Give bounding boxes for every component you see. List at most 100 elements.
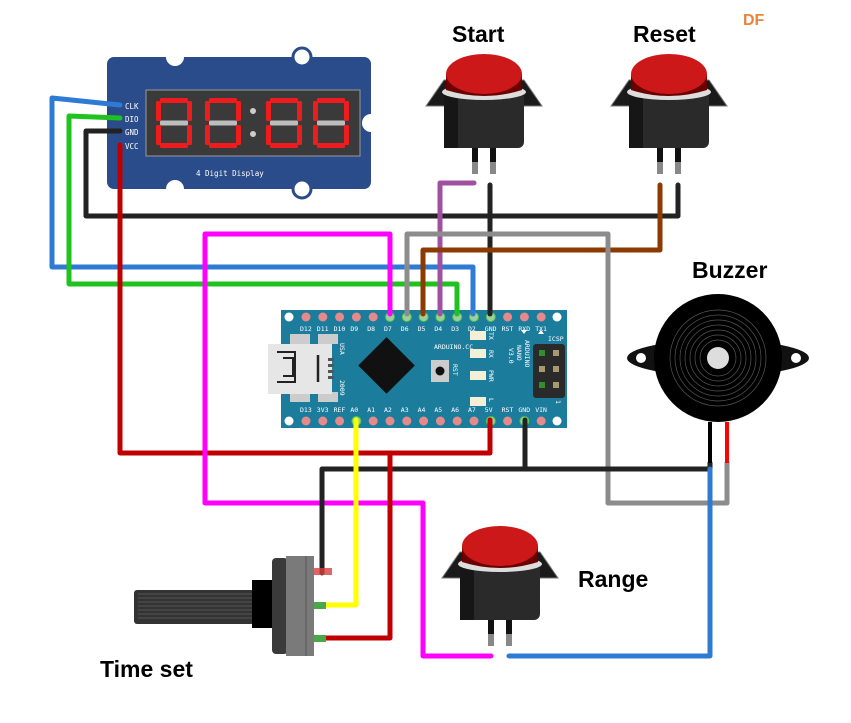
pin-rxd[interactable] — [519, 312, 529, 322]
pin-label: REF — [334, 406, 346, 414]
segment — [160, 143, 188, 148]
pin-tx1[interactable] — [536, 312, 546, 322]
pin-ref[interactable] — [335, 416, 345, 426]
pot-bushing — [252, 580, 274, 628]
pin-label: A6 — [451, 406, 459, 414]
wire-a0-pot[interactable] — [319, 417, 359, 608]
mount-hole — [552, 312, 562, 322]
potentiometer[interactable] — [134, 556, 332, 656]
pin-label: D9 — [350, 325, 358, 333]
button-shade — [629, 92, 643, 148]
buzzer-ring — [694, 334, 742, 382]
pin-a3[interactable] — [402, 416, 412, 426]
buzzer-ring — [689, 329, 747, 387]
wire-clk[interactable] — [49, 95, 476, 317]
pin-label: RXD — [518, 325, 530, 333]
pin-label: A5 — [434, 406, 442, 414]
mcu-chip — [358, 337, 415, 394]
tx-arrow-icon — [538, 330, 544, 334]
icsp-label: ICSP — [548, 335, 564, 343]
start-button[interactable] — [425, 54, 543, 174]
icsp-pin — [553, 350, 559, 356]
segment — [156, 125, 161, 145]
reset-button-cap — [435, 366, 445, 376]
segment — [160, 120, 188, 126]
segment — [317, 143, 345, 148]
pin-d10[interactable] — [335, 312, 345, 322]
icsp-pins — [539, 350, 559, 388]
led-tx — [470, 331, 486, 340]
wire-dio[interactable] — [66, 113, 460, 317]
pin-rst[interactable] — [503, 312, 513, 322]
usb-tab — [290, 392, 310, 402]
pin-label: D3 — [451, 325, 459, 333]
button-lead — [488, 620, 494, 640]
pin-a6[interactable] — [452, 416, 462, 426]
shaft-ridges — [138, 593, 252, 619]
display-pin-vcc: VCC — [125, 142, 139, 151]
pot-pin-vcc — [314, 635, 326, 642]
segment — [266, 101, 271, 121]
arduino-site-label: ARDUINO.CC — [434, 343, 473, 351]
range-button[interactable] — [441, 526, 559, 646]
pin-a5[interactable] — [435, 416, 445, 426]
pin-3v3[interactable] — [318, 416, 328, 426]
icsp-pin — [539, 382, 545, 388]
pin-a2[interactable] — [385, 416, 395, 426]
segment — [236, 101, 241, 121]
buzzer-hole — [791, 353, 801, 363]
pin-d11[interactable] — [318, 312, 328, 322]
wire-range-buzzer[interactable] — [506, 466, 713, 659]
wire-d5-reset[interactable] — [420, 182, 663, 317]
pin-d12[interactable] — [301, 312, 311, 322]
led-rx-label: RX — [487, 350, 495, 358]
usb-pin — [328, 376, 334, 379]
pin-vin[interactable] — [536, 416, 546, 426]
reset-button-component[interactable] — [610, 54, 728, 174]
four-digit-display: 4 Digit Display CLK DIO GND VCC — [107, 46, 380, 200]
segment — [344, 125, 349, 145]
pin-label: GND — [485, 325, 497, 333]
led-rx — [470, 349, 486, 358]
wire-gnd-display[interactable] — [83, 128, 681, 219]
segment — [313, 101, 318, 121]
button-shade — [444, 92, 458, 148]
segment — [317, 98, 345, 103]
mount-hole — [284, 416, 294, 426]
pin-d9[interactable] — [351, 312, 361, 322]
pin-d8[interactable] — [368, 312, 378, 322]
wire-vcc[interactable] — [117, 142, 493, 456]
pin-a4[interactable] — [419, 416, 429, 426]
button-cap — [446, 54, 522, 94]
led-l — [470, 397, 486, 406]
buzzer-rings — [669, 309, 767, 407]
buzzer — [627, 294, 809, 463]
pin-label: D8 — [367, 325, 375, 333]
wire-gnd-pot-buzzer[interactable] — [319, 460, 713, 576]
pin-label: RST — [502, 406, 514, 414]
segment — [313, 125, 318, 145]
wire-d4-start[interactable] — [437, 180, 477, 317]
wire-d7-range[interactable] — [202, 231, 494, 659]
buzzer-hole — [636, 353, 646, 363]
button-housing — [444, 92, 524, 148]
pin-label: D4 — [434, 325, 442, 333]
pin-a1[interactable] — [368, 416, 378, 426]
seven-segment-digits — [156, 98, 349, 148]
led-tx-label: TX — [487, 332, 495, 340]
range-label: Range — [578, 566, 648, 592]
button-lead — [675, 148, 681, 168]
segment — [209, 120, 237, 126]
pin-rst[interactable] — [503, 416, 513, 426]
pin-a7[interactable] — [469, 416, 479, 426]
button-lead-tip — [657, 162, 663, 174]
pin-d13[interactable] — [301, 416, 311, 426]
wire-d6-buzzer[interactable] — [404, 231, 730, 506]
pin-label: D11 — [317, 325, 329, 333]
wire-5v-pot[interactable] — [319, 450, 393, 641]
pin-label: D5 — [418, 325, 426, 333]
pin-label: D6 — [401, 325, 409, 333]
icsp-pin — [553, 366, 559, 372]
mount-hole — [552, 416, 562, 426]
